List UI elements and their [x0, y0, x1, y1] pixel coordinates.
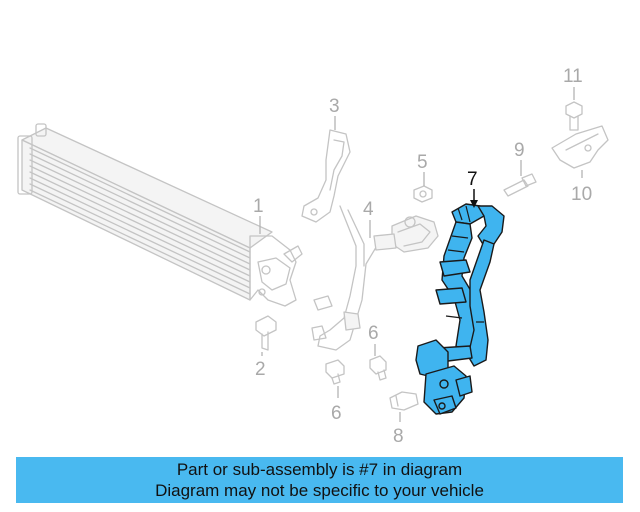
bolt-part-11 — [565, 101, 583, 131]
bolt-part-6-upper — [369, 355, 387, 381]
oil-cooler-hose-part-7 — [415, 203, 505, 415]
bolt-part-6-lower — [325, 359, 345, 385]
callout-1: 1 — [253, 196, 264, 217]
callout-8: 8 — [393, 426, 404, 447]
info-banner-background — [16, 457, 623, 503]
nut-part-5 — [413, 185, 433, 203]
callout-7: 7 — [467, 169, 478, 190]
radiator-cooler — [17, 123, 303, 307]
callout-3: 3 — [329, 96, 340, 117]
bracket-part-3 — [301, 129, 351, 223]
bolt-part-9 — [503, 173, 537, 197]
callout-6-lower: 6 — [331, 403, 342, 424]
callout-9: 9 — [514, 140, 525, 161]
info-banner: Part or sub-assembly is #7 in diagram Di… — [16, 457, 623, 503]
bolt-part-2 — [255, 315, 277, 351]
callout-10: 10 — [571, 184, 592, 205]
bracket-part-10 — [551, 125, 609, 169]
callout-11: 11 — [563, 66, 583, 87]
banner-line-disclaimer: Diagram may not be specific to your vehi… — [155, 481, 484, 500]
callout-6-upper: 6 — [368, 323, 379, 344]
banner-line-part: Part or sub-assembly is #7 in diagram — [176, 460, 463, 479]
callout-4: 4 — [363, 199, 374, 220]
callout-5: 5 — [417, 152, 428, 173]
callout-2: 2 — [255, 359, 266, 380]
tube-assembly-part-4 — [311, 205, 439, 351]
bolt-part-8 — [389, 391, 419, 411]
leader-arrow-7 — [470, 200, 478, 208]
